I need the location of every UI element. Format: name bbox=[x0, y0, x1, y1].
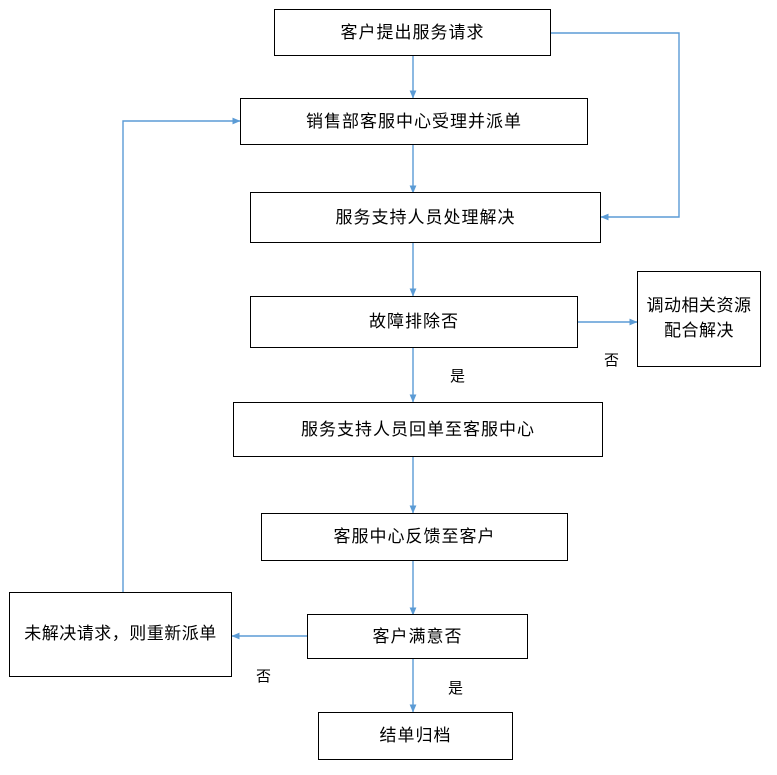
edge-label-no-fault: 否 bbox=[604, 352, 620, 369]
node-label: 客户满意否 bbox=[372, 626, 463, 646]
node-label: 未解决请求，则重新派单 bbox=[24, 624, 217, 644]
node-support-staff-handle[interactable]: 服务支持人员处理解决 bbox=[250, 192, 601, 243]
node-label: 结单归档 bbox=[379, 726, 452, 746]
connector-unresolved-to-center bbox=[122, 117, 241, 592]
node-close-and-archive[interactable]: 结单归档 bbox=[318, 712, 513, 760]
node-center-feedback-customer[interactable]: 客服中心反馈至客户 bbox=[261, 513, 568, 561]
node-label: 销售部客服中心受理并派单 bbox=[306, 111, 522, 131]
connector-request-to-support bbox=[551, 32, 680, 221]
edge-label-yes-fault: 是 bbox=[450, 368, 466, 385]
node-label: 客户提出服务请求 bbox=[340, 22, 485, 42]
node-label: 服务支持人员处理解决 bbox=[335, 207, 516, 227]
node-sales-service-center[interactable]: 销售部客服中心受理并派单 bbox=[240, 98, 588, 145]
edge-label-yes-satisfied: 是 bbox=[448, 680, 464, 697]
node-label: 调动相关资源配合解决 bbox=[646, 296, 752, 340]
node-unresolved-redispatch[interactable]: 未解决请求，则重新派单 bbox=[9, 592, 232, 677]
node-support-return-order[interactable]: 服务支持人员回单至客服中心 bbox=[233, 402, 603, 457]
node-label: 故障排除否 bbox=[369, 312, 459, 332]
node-mobilize-resources[interactable]: 调动相关资源配合解决 bbox=[637, 271, 761, 367]
node-label: 客服中心反馈至客户 bbox=[333, 527, 496, 547]
node-fault-resolved-check[interactable]: 故障排除否 bbox=[250, 296, 578, 348]
edge-label-no-satisfied: 否 bbox=[256, 668, 272, 685]
node-label: 服务支持人员回单至客服中心 bbox=[301, 419, 535, 439]
node-customer-satisfied-check[interactable]: 客户满意否 bbox=[307, 614, 528, 659]
node-customer-request[interactable]: 客户提出服务请求 bbox=[274, 9, 551, 56]
